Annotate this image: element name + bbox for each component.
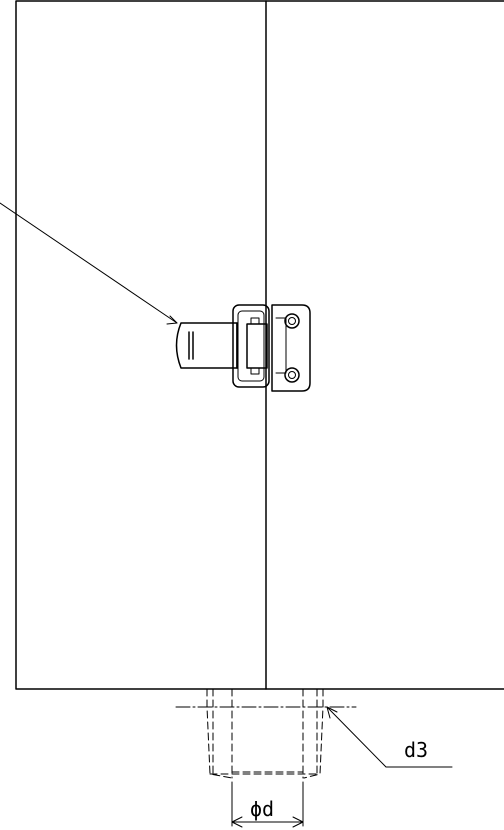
thread-callout: d3 [326, 706, 453, 768]
threaded-foot [175, 688, 357, 779]
foot-right-outer [303, 688, 324, 779]
thread-leader [326, 706, 453, 768]
thread-leader-arrow [326, 706, 338, 719]
leader-arrowhead [166, 315, 178, 325]
latch-pin-bottom [250, 367, 260, 375]
leader-line [0, 202, 178, 324]
latch-lever [175, 322, 238, 369]
latch-pin-top [250, 317, 260, 325]
cabinet-outline [15, 0, 504, 690]
diameter-label: ϕd [250, 797, 274, 821]
toggle-latch [175, 304, 311, 392]
screw-bottom-icon [284, 367, 300, 383]
diameter-dimension: ϕd [231, 781, 304, 828]
dim-arrow-right [292, 816, 304, 828]
latch-wire-loop-outer [232, 304, 270, 388]
latch-wire-loop-inner [237, 310, 265, 382]
keeper-plate [271, 304, 311, 392]
latch-leader [0, 202, 178, 325]
foot-left-outer [206, 688, 233, 779]
cabinet-body [15, 0, 504, 690]
screw-bottom-head [288, 371, 296, 379]
screw-top-icon [284, 313, 300, 329]
thread-label: d3 [404, 738, 428, 762]
screw-top-head [288, 317, 296, 325]
dim-arrow-left [231, 816, 243, 828]
keeper-hook [275, 317, 287, 374]
